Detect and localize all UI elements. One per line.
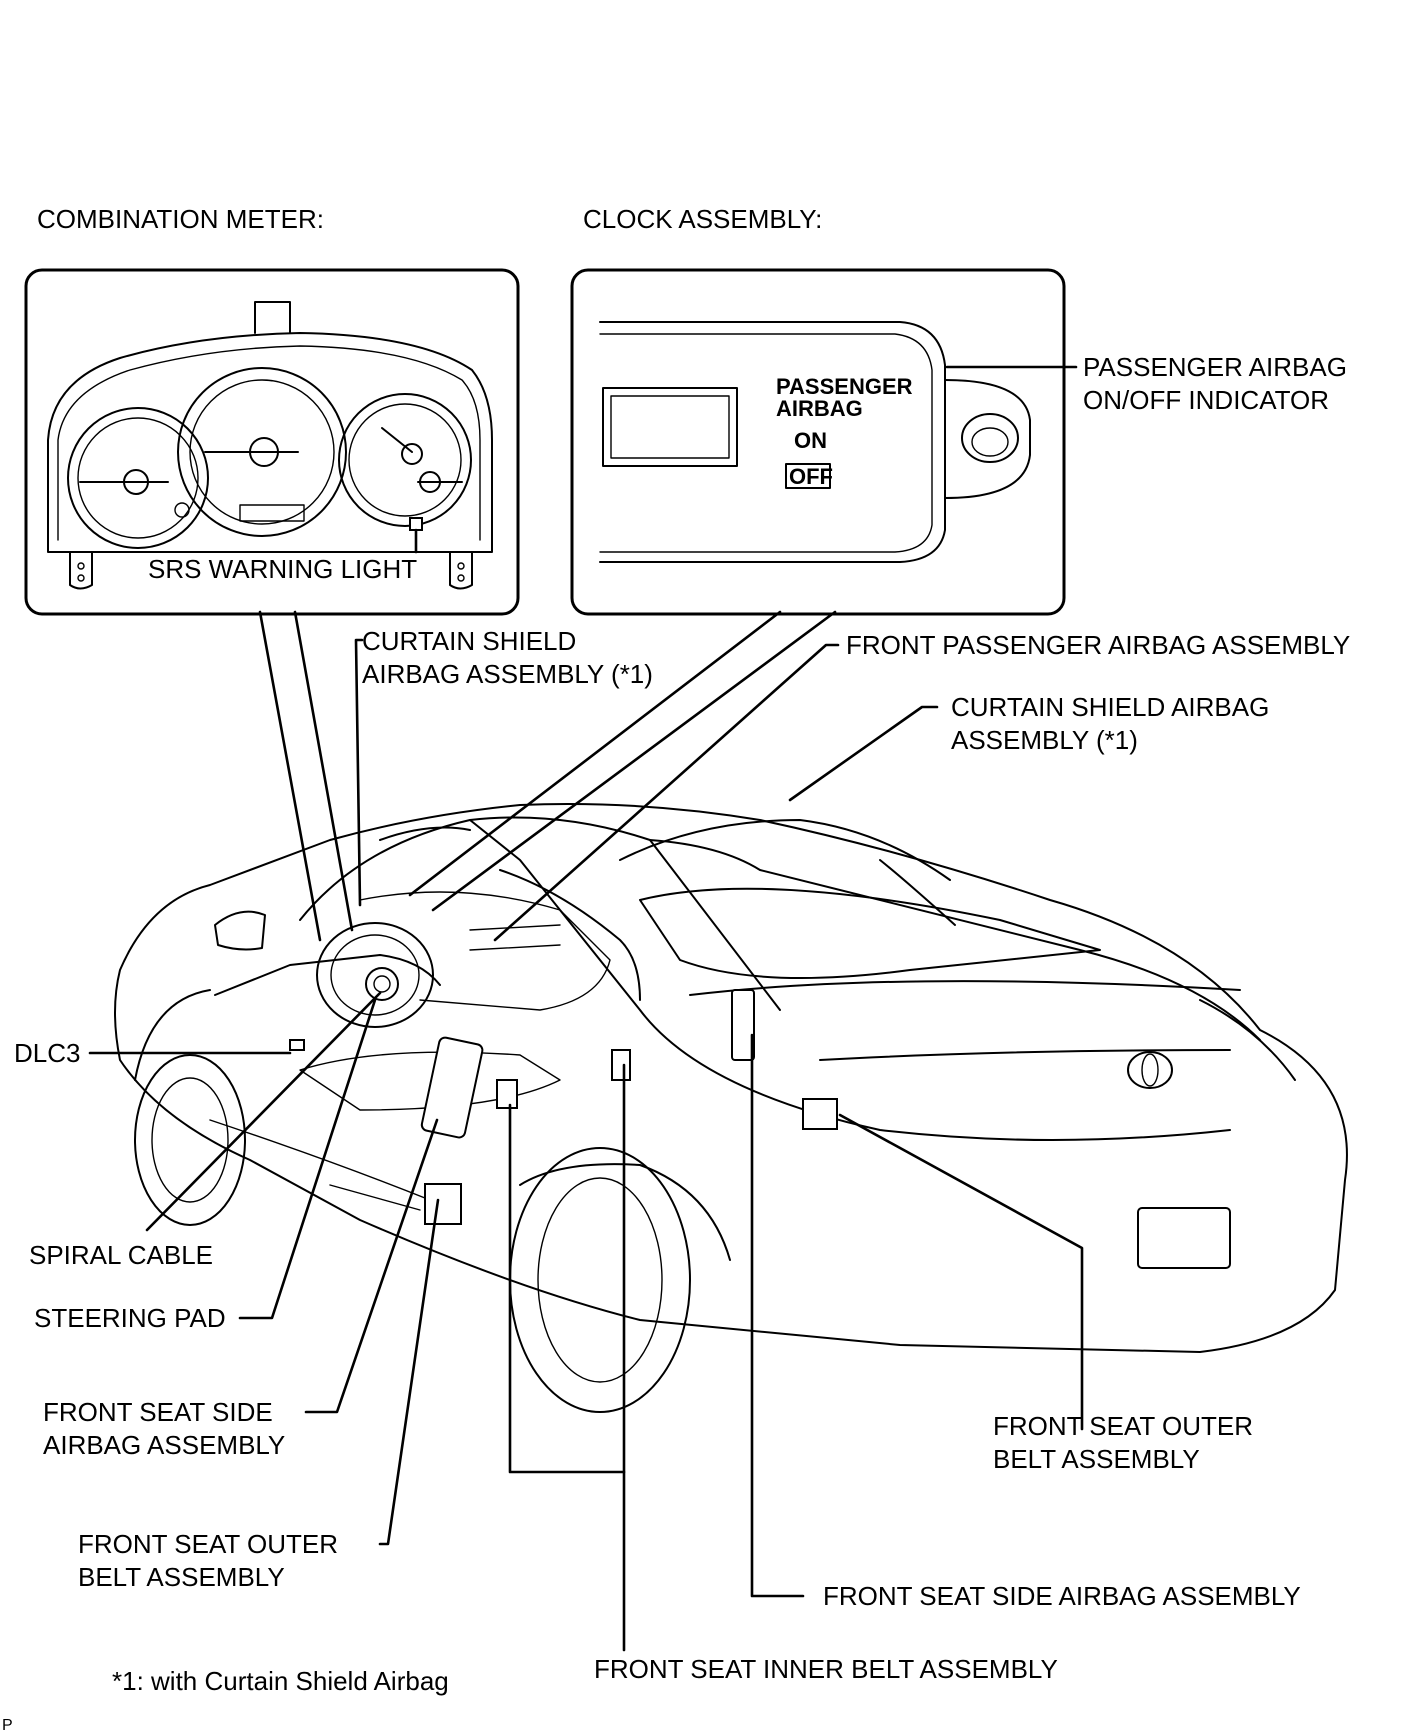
front-seat-inner-belt-label: FRONT SEAT INNER BELT ASSEMBLY: [594, 1654, 1058, 1684]
clock-assembly-inset: PASSENGER AIRBAG ON OFF: [570, 268, 1066, 616]
curtain-shield-airbag-left-label: CURTAIN SHIELD AIRBAG ASSEMBLY (*1): [362, 626, 653, 689]
svg-text:ON/OFF INDICATOR: ON/OFF INDICATOR: [1083, 385, 1329, 415]
combination-meter-inset: SRS WARNING LIGHT: [24, 268, 520, 616]
clock-assembly-drawing: PASSENGER AIRBAG ON OFF: [599, 321, 1031, 563]
svg-text:AIRBAG ASSEMBLY: AIRBAG ASSEMBLY: [43, 1430, 285, 1460]
svg-text:AIRBAG ASSEMBLY (*1): AIRBAG ASSEMBLY (*1): [362, 659, 653, 689]
svg-text:CURTAIN SHIELD: CURTAIN SHIELD: [362, 626, 576, 656]
spiral-cable-label: SPIRAL CABLE: [29, 1240, 213, 1270]
clock-airbag-text: AIRBAG: [776, 396, 863, 421]
front-seat-side-airbag-left-label: FRONT SEAT SIDE AIRBAG ASSEMBLY: [43, 1397, 285, 1460]
svg-text:CURTAIN SHIELD AIRBAG: CURTAIN SHIELD AIRBAG: [951, 692, 1269, 722]
passenger-airbag-indicator-label: PASSENGER AIRBAG ON/OFF INDICATOR: [1083, 352, 1347, 415]
svg-text:BELT ASSEMBLY: BELT ASSEMBLY: [993, 1444, 1200, 1474]
vehicle-drawing: [114, 803, 1348, 1413]
leader-lines: [88, 365, 1084, 1652]
dlc3-label: DLC3: [14, 1038, 80, 1068]
front-passenger-airbag-label: FRONT PASSENGER AIRBAG ASSEMBLY: [846, 630, 1350, 660]
svg-text:BELT ASSEMBLY: BELT ASSEMBLY: [78, 1562, 285, 1592]
svg-text:FRONT SEAT SIDE: FRONT SEAT SIDE: [43, 1397, 273, 1427]
svg-text:FRONT SEAT OUTER: FRONT SEAT OUTER: [78, 1529, 338, 1559]
svg-text:FRONT SEAT OUTER: FRONT SEAT OUTER: [993, 1411, 1253, 1441]
steering-pad-label: STEERING PAD: [34, 1303, 226, 1333]
front-seat-outer-belt-right-label: FRONT SEAT OUTER BELT ASSEMBLY: [993, 1411, 1253, 1474]
clock-assembly-heading: CLOCK ASSEMBLY:: [583, 204, 822, 234]
svg-text:PASSENGER AIRBAG: PASSENGER AIRBAG: [1083, 352, 1347, 382]
clock-on-text: ON: [794, 428, 827, 453]
corner-mark: P: [2, 1717, 13, 1734]
clock-passenger-text: PASSENGER: [776, 374, 913, 399]
front-seat-side-airbag-right-label: FRONT SEAT SIDE AIRBAG ASSEMBLY: [823, 1581, 1301, 1611]
combination-meter-drawing: [47, 301, 493, 590]
curtain-shield-airbag-right-label: CURTAIN SHIELD AIRBAG ASSEMBLY (*1): [951, 692, 1269, 755]
clock-off-text: OFF: [789, 464, 833, 489]
front-seat-outer-belt-left-label: FRONT SEAT OUTER BELT ASSEMBLY: [78, 1529, 338, 1592]
footnote: *1: with Curtain Shield Airbag: [112, 1666, 449, 1696]
srs-warning-light-label: SRS WARNING LIGHT: [148, 554, 417, 584]
combination-meter-heading: COMBINATION METER:: [37, 204, 324, 234]
svg-text:ASSEMBLY (*1): ASSEMBLY (*1): [951, 725, 1138, 755]
